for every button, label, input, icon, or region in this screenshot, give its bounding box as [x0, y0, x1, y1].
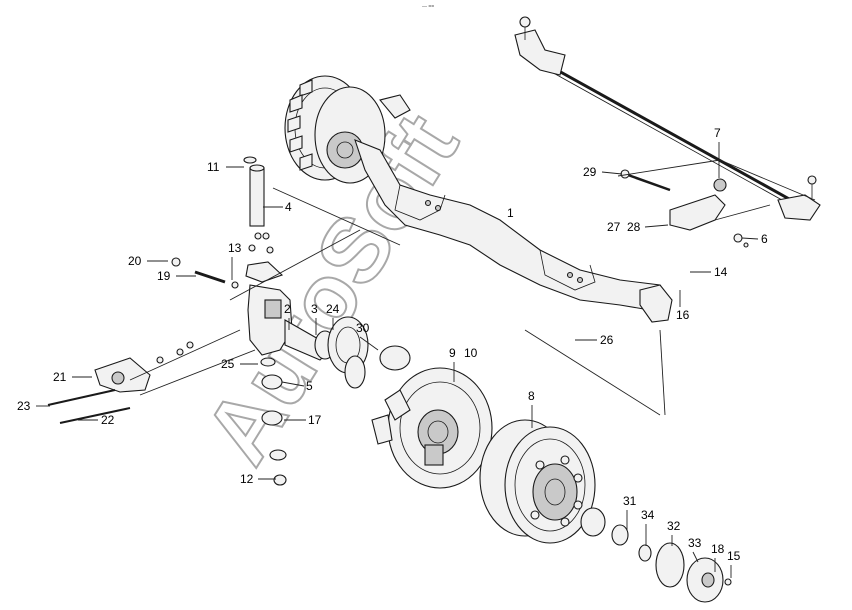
steering-arm — [47, 341, 194, 424]
callout-number-25: 25 — [221, 357, 235, 371]
callout-20: 20 — [128, 254, 168, 268]
callout-3: 3 — [311, 302, 318, 335]
callout-21: 21 — [53, 370, 92, 384]
callout-number-23: 23 — [17, 399, 31, 413]
steering-knuckle-assembly — [171, 156, 331, 361]
callout-2: 2 — [284, 302, 291, 330]
callout-number-21: 21 — [53, 370, 67, 384]
callout-number-19: 19 — [157, 269, 171, 283]
callout-4: 4 — [263, 200, 292, 214]
callout-leader-28 — [644, 224, 669, 228]
callout-8: 8 — [528, 389, 535, 428]
hub-cap-parts — [580, 507, 732, 603]
callout-6: 6 — [741, 232, 768, 246]
callout-22: 22 — [78, 413, 115, 427]
callout-23: 23 — [17, 399, 50, 413]
callout-number-18: 18 — [711, 542, 725, 556]
callout-32: 32 — [667, 519, 681, 546]
callout-16: 16 — [676, 290, 690, 322]
callout-number-11: 11 — [207, 160, 220, 174]
callout-12: 12 — [240, 472, 276, 486]
callout-number-2: 2 — [284, 302, 291, 316]
callout-number-4: 4 — [285, 200, 292, 214]
callout-leader-29 — [601, 171, 623, 175]
callout-number-28: 28 — [627, 220, 641, 234]
callout-number-8: 8 — [528, 389, 535, 403]
callout-34: 34 — [641, 508, 655, 546]
callout-number-17: 17 — [308, 413, 322, 427]
callout-number-9: 9 — [449, 346, 456, 360]
callout-number-22: 22 — [101, 413, 115, 427]
callout-7: 7 — [714, 126, 721, 178]
callout-24: 24 — [326, 302, 340, 330]
callout-25: 25 — [221, 357, 258, 371]
callout-number-26: 26 — [600, 333, 614, 347]
callout-leader-30 — [359, 336, 379, 351]
axle-beam — [354, 139, 673, 323]
callout-33: 33 — [688, 536, 702, 563]
callout-number-6: 6 — [761, 232, 768, 246]
callout-number-32: 32 — [667, 519, 681, 533]
callout-number-27: 27 — [607, 220, 621, 234]
top-caption: — == — [422, 4, 434, 10]
callout-number-20: 20 — [128, 254, 142, 268]
callout-27: 27 — [607, 220, 621, 234]
callout-number-29: 29 — [583, 165, 597, 179]
callout-number-7: 7 — [714, 126, 721, 140]
hub-seals-and-bearings — [260, 316, 369, 486]
callout-11: 11 — [207, 160, 244, 174]
callout-15: 15 — [727, 549, 741, 578]
callout-leader-6 — [741, 237, 759, 240]
brake-drum — [479, 419, 596, 544]
callout-number-13: 13 — [228, 241, 242, 255]
callout-10: 10 — [464, 346, 478, 360]
callout-number-15: 15 — [727, 549, 741, 563]
callout-28: 28 — [627, 220, 669, 234]
callout-31: 31 — [623, 494, 637, 530]
tie-rod-assembly — [514, 16, 821, 248]
callout-number-10: 10 — [464, 346, 478, 360]
assembly-lines — [129, 159, 816, 416]
callout-leader-5 — [281, 381, 305, 387]
callout-29: 29 — [583, 165, 623, 179]
callout-13: 13 — [228, 241, 242, 280]
callout-number-34: 34 — [641, 508, 655, 522]
callout-number-3: 3 — [311, 302, 318, 316]
callout-number-5: 5 — [306, 379, 313, 393]
callout-number-12: 12 — [240, 472, 254, 486]
callout-26: 26 — [575, 333, 614, 347]
callout-19: 19 — [157, 269, 196, 283]
callout-5: 5 — [281, 379, 313, 393]
callout-number-33: 33 — [688, 536, 702, 550]
callout-leader-33 — [692, 551, 699, 563]
callout-9: 9 — [449, 346, 456, 382]
callout-number-30: 30 — [356, 321, 370, 335]
callout-1: 1 — [507, 206, 514, 220]
callout-number-24: 24 — [326, 302, 340, 316]
callout-18: 18 — [711, 542, 725, 572]
callout-number-16: 16 — [676, 308, 690, 322]
callout-17: 17 — [284, 413, 322, 427]
callout-number-31: 31 — [623, 494, 637, 508]
callout-30: 30 — [356, 321, 379, 351]
brake-shoe-assembly — [371, 345, 493, 489]
callout-number-14: 14 — [714, 265, 728, 279]
callout-number-1: 1 — [507, 206, 514, 220]
callout-14: 14 — [690, 265, 728, 279]
